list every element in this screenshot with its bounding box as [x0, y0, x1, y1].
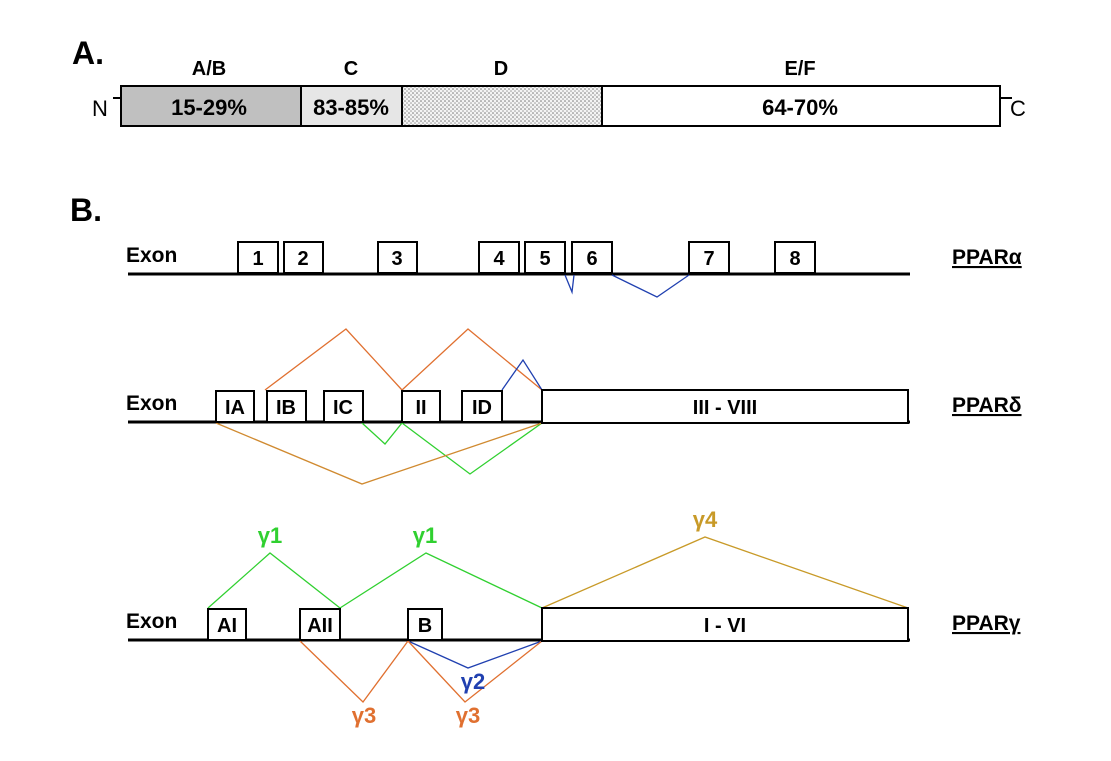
c-terminus-label: C [1010, 96, 1026, 121]
delta-exon-ib: IB [266, 390, 307, 423]
gamma3-label-a: γ3 [352, 703, 376, 728]
delta-exon-ia-label: IA [225, 397, 245, 419]
domain-ab-name: A/B [192, 58, 226, 80]
domain-ab-identity: 15-29% [171, 95, 247, 120]
panel-a-label: A. [72, 35, 104, 71]
delta-exon-ii: II [401, 390, 441, 423]
gamma-splice-gamma1-b [339, 552, 543, 609]
gamma-exon-b: B [407, 608, 443, 641]
alpha-exon-label: Exon [126, 244, 177, 267]
delta-gene-label: PPARδ [952, 394, 1022, 417]
gamma1-label-a: γ1 [258, 523, 282, 548]
domain-ef-name: E/F [784, 58, 815, 80]
gamma3-label-b: γ3 [456, 703, 480, 728]
panel-b-label: B. [70, 192, 102, 228]
gamma-splice-gamma1-a [207, 552, 341, 609]
delta-exon-iii-viii: III - VIII [541, 389, 909, 424]
gamma-exon-aii: AII [299, 608, 341, 641]
delta-exon-ic-label: IC [333, 397, 353, 419]
alpha-exon-1: 1 [237, 241, 279, 274]
alpha-exon-6: 6 [571, 241, 613, 274]
alpha-exon-6-label: 6 [586, 248, 597, 270]
alpha-exon-2-label: 2 [297, 248, 308, 270]
alpha-exon-3: 3 [377, 241, 418, 274]
domain-c-name: C [344, 58, 358, 80]
alpha-exon-2: 2 [283, 241, 324, 274]
gamma-splice-gamma3-b [407, 640, 543, 703]
gamma-exon-label: Exon [126, 610, 177, 633]
gamma-splice-gamma2 [407, 640, 543, 669]
domain-d-name: D [494, 58, 508, 80]
domain-ef-box [601, 85, 1001, 127]
gamma-splice-gamma3-a [299, 640, 409, 703]
alpha-gene-label: PPARα [952, 246, 1022, 269]
domain-c-identity: 83-85% [313, 95, 389, 120]
alpha-exon-4-label: 4 [493, 248, 505, 270]
alpha-splice-6-7 [611, 274, 690, 298]
delta-exon-ic: IC [323, 390, 364, 423]
gamma-exon-ai: AI [207, 608, 247, 641]
gamma2-label: γ2 [461, 669, 485, 694]
gamma-gene-label: PPARγ [952, 612, 1021, 635]
delta-exon-id-label: ID [472, 397, 492, 419]
delta-splice-green-2 [401, 422, 543, 475]
delta-splice-orange-1 [264, 328, 403, 391]
gamma-exon-b-label: B [418, 615, 432, 637]
gamma4-label: γ4 [693, 507, 718, 532]
delta-exon-id: ID [461, 390, 503, 423]
delta-exon-label: Exon [126, 392, 177, 415]
alpha-exon-4: 4 [478, 241, 520, 274]
alpha-splice-5-6 [564, 274, 575, 295]
gamma1-label-b: γ1 [413, 523, 437, 548]
delta-exon-ia: IA [215, 390, 255, 423]
gamma-exon-ai-label: AI [217, 615, 237, 637]
gamma-splice-gamma4 [541, 536, 909, 609]
alpha-exon-8: 8 [774, 241, 816, 274]
delta-exon-ii-label: II [415, 397, 426, 419]
alpha-exon-5: 5 [524, 241, 566, 274]
alpha-exon-8-label: 8 [789, 248, 800, 270]
domain-ef-identity: 64-70% [762, 95, 838, 120]
n-terminus-label: N [92, 96, 108, 121]
gamma-exon-i-vi-label: I - VI [704, 615, 746, 637]
alpha-exon-7-label: 7 [703, 248, 714, 270]
domain-d-box [401, 85, 603, 127]
alpha-exon-5-label: 5 [539, 248, 550, 270]
delta-splice-green-1 [361, 422, 403, 445]
alpha-exon-1-label: 1 [252, 248, 263, 270]
delta-splice-tan [215, 422, 543, 485]
delta-exon-iii-viii-label: III - VIII [693, 397, 757, 419]
alpha-exon-3-label: 3 [391, 248, 402, 270]
delta-splice-orange-2 [401, 328, 543, 391]
delta-exon-ib-label: IB [276, 397, 296, 419]
gamma-exon-aii-label: AII [307, 615, 333, 637]
gamma-exon-i-vi: I - VI [541, 607, 909, 642]
delta-splice-blue [501, 358, 543, 391]
alpha-exon-7: 7 [688, 241, 730, 274]
